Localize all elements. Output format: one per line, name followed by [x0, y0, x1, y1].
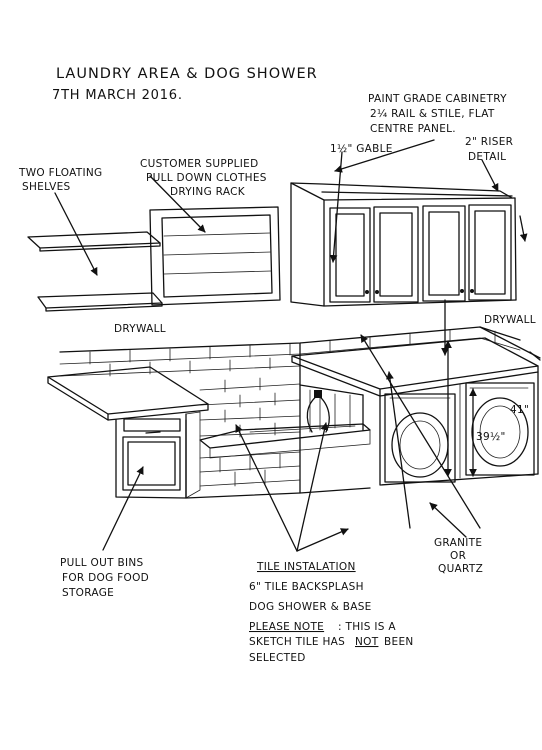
- upper-cabinets: [290, 182, 517, 307]
- label-drywall-right: DRYWALL: [484, 314, 536, 326]
- label-cabinetry-3: CENTRE PANEL.: [370, 123, 456, 135]
- tile-backsplash: [59, 326, 541, 438]
- label-cabinetry-2: 2¼ RAIL & STILE, FLAT: [370, 108, 495, 120]
- label-shelves-2: SHELVES: [22, 181, 71, 193]
- appliance-counter: [291, 337, 539, 486]
- label-note-prefix: PLEASE NOTE: [249, 621, 324, 633]
- label-bins-2: FOR DOG FOOD: [62, 572, 149, 584]
- label-tile-1: 6" TILE BACKSPLASH: [249, 581, 364, 593]
- drying-rack: [149, 206, 281, 306]
- label-note-2a: SKETCH TILE HAS: [249, 636, 345, 648]
- label-tile-2: DOG SHOWER & BASE: [249, 601, 372, 613]
- label-note-2b: BEEN: [384, 636, 414, 648]
- label-note-3: SELECTED: [249, 652, 306, 664]
- label-gable: 1½" GABLE: [330, 143, 393, 155]
- label-cabinetry-1: PAINT GRADE CABINETRY: [368, 93, 507, 105]
- label-riser-2: DETAIL: [468, 151, 506, 163]
- label-granite-3: QUARTZ: [438, 563, 483, 575]
- label-granite-1: GRANITE: [434, 537, 482, 549]
- sketch-date: 7TH MARCH 2016.: [52, 88, 183, 103]
- label-height-39: 39½": [476, 431, 506, 443]
- label-rack-3: DRYING RACK: [170, 186, 246, 198]
- label-bins-3: STORAGE: [62, 587, 114, 599]
- label-note-not: NOT: [355, 636, 379, 648]
- label-rack-1: CUSTOMER SUPPLIED: [140, 158, 258, 170]
- label-drywall-left: DRYWALL: [114, 323, 166, 335]
- bin-cabinet: [47, 366, 209, 499]
- label-height-41: 41": [510, 404, 529, 416]
- dog-shower: [199, 342, 371, 459]
- label-note-1: : THIS IS A: [338, 621, 396, 633]
- label-rack-2: PULL DOWN CLOTHES: [146, 172, 267, 184]
- lower-wall: [185, 419, 371, 499]
- label-bins-1: PULL OUT BINS: [60, 557, 144, 569]
- label-granite-2: OR: [450, 550, 466, 562]
- label-tile-heading: TILE INSTALATION: [256, 561, 356, 573]
- label-shelves-1: TWO FLOATING: [18, 167, 102, 179]
- dimension-lines: [441, 299, 477, 477]
- sketch-title: LAUNDRY AREA & DOG SHOWER: [56, 66, 318, 82]
- label-riser-1: 2" RISER: [465, 136, 513, 148]
- leader-arrows: [54, 139, 528, 552]
